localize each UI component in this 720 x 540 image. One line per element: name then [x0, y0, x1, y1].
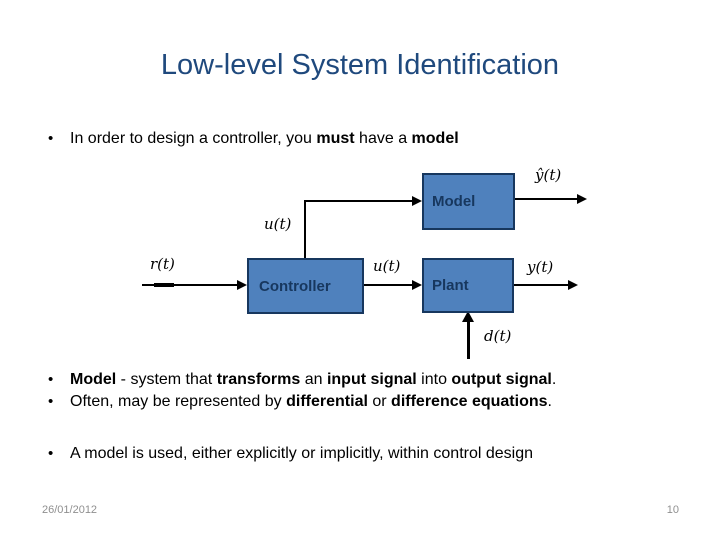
model-block-label: Model [432, 193, 476, 210]
plant-block: Plant [422, 258, 514, 313]
controller-block: Controller [247, 258, 364, 314]
plant-output-arrowhead-icon [568, 280, 578, 290]
bullet-text-2: Model - system that transforms an input … [70, 371, 557, 388]
footer-date: 26/01/2012 [42, 504, 98, 516]
signal-label-y: y(t) [527, 258, 554, 276]
disturbance-arrowhead-icon [462, 311, 474, 322]
bullet-marker: • [48, 130, 54, 147]
branch-vertical-line [304, 200, 306, 258]
bullet-item-1: • In order to design a controller, you m… [48, 129, 688, 148]
branch-horizontal-line [304, 200, 412, 202]
model-block: Model [422, 173, 515, 230]
arrowhead-into-model-icon [412, 196, 422, 206]
bullet-text-1: In order to design a controller, you mus… [70, 130, 459, 147]
plant-block-label: Plant [432, 277, 469, 294]
signal-label-u: u(t) [373, 257, 401, 275]
bullet-text-3: Often, may be represented by differentia… [70, 393, 552, 410]
model-output-arrowhead-icon [577, 194, 587, 204]
bullet-item-2: • Model - system that transforms an inpu… [48, 370, 688, 389]
footer-page-number: 10 [666, 504, 679, 516]
signal-label-yhat: ŷ(t) [535, 166, 562, 184]
plant-output-line [514, 284, 568, 286]
signal-label-u-branch: u(t) [264, 215, 292, 233]
disturbance-line [467, 322, 470, 359]
controller-to-plant-line [363, 284, 412, 286]
controller-block-label: Controller [259, 277, 331, 295]
bullet-text-4: A model is used, either explicitly or im… [70, 445, 534, 462]
arrowhead-into-controller-icon [237, 280, 247, 290]
reference-input-line [142, 284, 237, 286]
bullet-marker: • [48, 371, 54, 388]
bullet-item-3: • Often, may be represented by different… [48, 392, 688, 411]
bullet-item-4: • A model is used, either explicitly or … [48, 444, 688, 463]
model-output-line [515, 198, 577, 200]
bullet-marker: • [48, 393, 54, 410]
bullet-marker: • [48, 445, 54, 462]
signal-label-d: d(t) [484, 327, 512, 345]
signal-label-r: r(t) [150, 255, 175, 273]
slide-title: Low-level System Identification [160, 49, 560, 81]
arrowhead-into-plant-icon [412, 280, 422, 290]
reference-input-dash [154, 283, 174, 287]
